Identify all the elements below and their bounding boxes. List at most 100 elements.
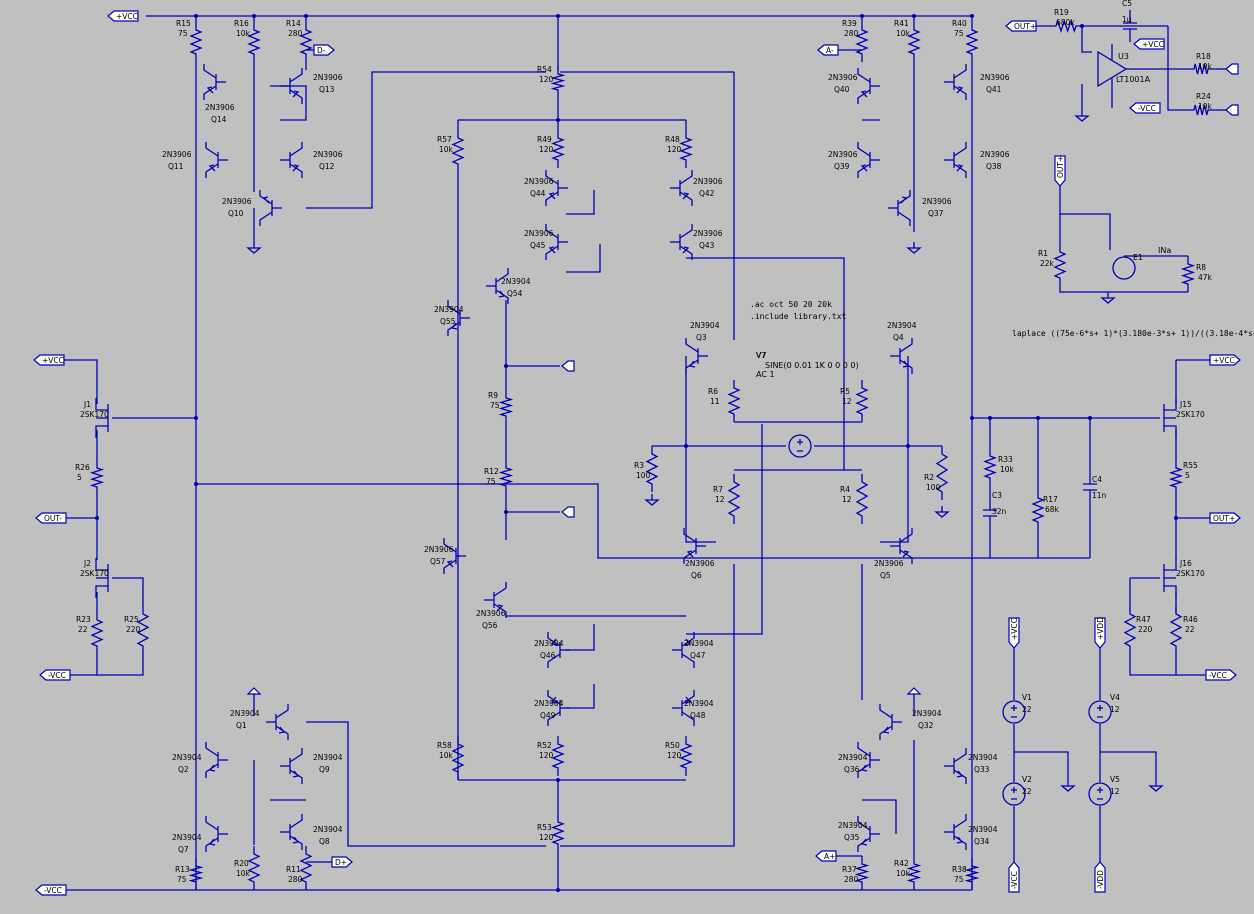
flag-vcc-pos-v1[interactable]: +VCC <box>1008 617 1020 649</box>
flag-vcc-neg-v2[interactable]: -VCC <box>1008 861 1020 893</box>
flag-vdd-pos-v4[interactable]: +VDD <box>1094 617 1106 649</box>
flag-vcc-neg-j16[interactable]: -VCC <box>1205 669 1237 681</box>
opamp-part[interactable]: LT1001A <box>1116 75 1151 84</box>
flag-d-neg[interactable]: D- <box>313 44 335 56</box>
flag-out-pos-opamp[interactable]: OUT+ <box>1005 20 1037 32</box>
flag-vcc-pos-u3[interactable]: +VCC <box>1133 38 1165 50</box>
flag-vcc-pos-j1[interactable]: +VCC <box>33 354 65 366</box>
directive-include[interactable]: .include library.txt <box>750 312 847 321</box>
directive-ac[interactable]: .ac oct 50 20 20k <box>750 300 832 309</box>
flag-vcc-neg-u3[interactable]: -VCC <box>1129 102 1161 114</box>
flag-a-neg[interactable]: A- <box>817 44 839 56</box>
opamp-triangle[interactable] <box>1097 50 1128 88</box>
flag-vcc-pos-top[interactable]: +VCC <box>107 10 139 22</box>
flag-vcc-neg-j2[interactable]: -VCC <box>39 669 71 681</box>
flag-out-neg[interactable]: OUT- <box>35 512 67 524</box>
flag-vcc-pos-j15[interactable]: +VCC <box>1209 354 1241 366</box>
flag-a-pos[interactable]: A+ <box>815 850 837 862</box>
v7-ac[interactable]: AC 1 <box>756 370 775 379</box>
voltage-source-v7[interactable]: V7 <box>756 351 812 458</box>
flag-out-pos-e1[interactable]: OUT+ <box>1054 155 1066 187</box>
flag-out-pos[interactable]: OUT+ <box>1209 512 1241 524</box>
flag-d-pos[interactable]: D+ <box>331 856 353 868</box>
